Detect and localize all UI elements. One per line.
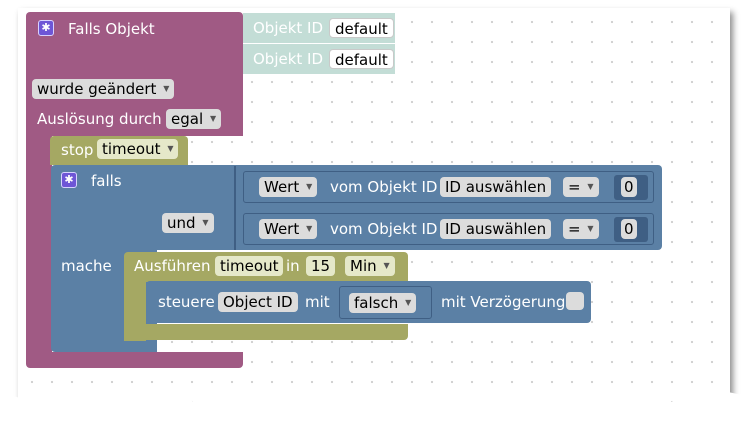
object-id-value-1[interactable]: default: [329, 18, 394, 38]
operator-dropdown-1[interactable]: = ▼: [563, 177, 599, 197]
trigger-dropdown-label: egal: [171, 110, 204, 128]
value-dropdown-1[interactable]: Wert ▼: [259, 177, 318, 197]
operator-dropdown-1-label: =: [568, 178, 581, 196]
value-dropdown-2[interactable]: Wert ▼: [259, 219, 318, 239]
chevron-down-icon: ▼: [306, 182, 313, 191]
object-id-value-2[interactable]: default: [329, 49, 394, 69]
event-block-footer: [26, 352, 243, 368]
compare-value-2[interactable]: 0: [621, 219, 637, 239]
if-label: falls: [91, 172, 122, 190]
number-block-2[interactable]: 0: [614, 217, 648, 242]
operator-dropdown-2-label: =: [568, 220, 581, 238]
trigger-label: Auslösung durch: [37, 110, 162, 128]
unit-dropdown[interactable]: Min ▼: [345, 256, 395, 276]
stop-label: stop: [61, 141, 94, 159]
in-label: in: [286, 257, 300, 275]
do-label: mache: [61, 257, 112, 275]
event-block-spine: [26, 135, 52, 357]
stop-timeout-dropdown-label: timeout: [102, 140, 161, 158]
event-gear-icon[interactable]: ✱: [38, 20, 54, 36]
select-id-button-1[interactable]: ID auswählen: [440, 177, 552, 197]
value-block[interactable]: falsch ▼: [339, 286, 432, 319]
if-gear-icon[interactable]: ✱: [61, 172, 77, 188]
chevron-down-icon: ▼: [383, 261, 390, 270]
compare-value-1[interactable]: 0: [621, 177, 637, 197]
select-id-button-2[interactable]: ID auswählen: [440, 219, 552, 239]
delay-value-field[interactable]: 15: [306, 256, 336, 276]
object-id-label-2: Objekt ID: [253, 50, 324, 68]
condition-row-1[interactable]: Wert ▼ vom Objekt ID ID auswählen = ▼ 0: [243, 171, 654, 203]
value-dropdown-2-label: Wert: [264, 220, 300, 238]
change-dropdown-label: wurde geändert: [37, 80, 157, 98]
object-id-label-1: Objekt ID: [253, 19, 324, 37]
delay-label: mit Verzögerung: [441, 293, 566, 311]
unit-dropdown-label: Min: [350, 257, 377, 275]
chevron-down-icon: ▼: [202, 218, 209, 227]
object-id-input-2[interactable]: Objekt ID default: [243, 44, 395, 74]
condition-row-2[interactable]: Wert ▼ vom Objekt ID ID auswählen = ▼ 0: [243, 213, 654, 245]
of-object-label-2: vom Objekt ID: [330, 220, 438, 238]
torn-edge: [0, 390, 747, 437]
change-dropdown[interactable]: wurde geändert ▼: [32, 79, 175, 99]
chevron-down-icon: ▼: [405, 298, 412, 307]
with-label: mit: [305, 293, 330, 311]
delay-checkbox[interactable]: [566, 292, 584, 310]
chevron-down-icon: ▼: [167, 144, 174, 153]
of-object-label-1: vom Objekt ID: [330, 178, 438, 196]
timeout-block-footer: [124, 324, 408, 340]
value-dropdown[interactable]: falsch ▼: [349, 293, 417, 313]
chevron-down-icon: ▼: [209, 114, 217, 123]
chevron-down-icon: ▼: [306, 224, 313, 233]
event-block-title: Falls Objekt: [68, 20, 155, 38]
value-dropdown-label: falsch: [354, 294, 399, 312]
control-object-id-field[interactable]: Object ID: [218, 292, 298, 312]
number-block-1[interactable]: 0: [614, 175, 648, 200]
trigger-dropdown[interactable]: egal ▼: [166, 109, 222, 129]
timeout-label: Ausführen: [134, 257, 211, 275]
timeout-name-field[interactable]: timeout: [215, 256, 284, 276]
and-dropdown[interactable]: und ▼: [162, 213, 214, 233]
and-dropdown-label: und: [167, 214, 196, 232]
value-dropdown-1-label: Wert: [264, 178, 300, 196]
operator-dropdown-2[interactable]: = ▼: [563, 219, 599, 239]
chevron-down-icon: ▼: [587, 182, 594, 191]
chevron-down-icon: ▼: [587, 224, 594, 233]
control-label: steuere: [158, 293, 215, 311]
object-id-input-1[interactable]: Objekt ID default: [243, 13, 395, 43]
chevron-down-icon: ▼: [163, 84, 170, 93]
if-block-separator: [234, 166, 236, 250]
stop-timeout-dropdown[interactable]: timeout ▼: [97, 139, 179, 159]
